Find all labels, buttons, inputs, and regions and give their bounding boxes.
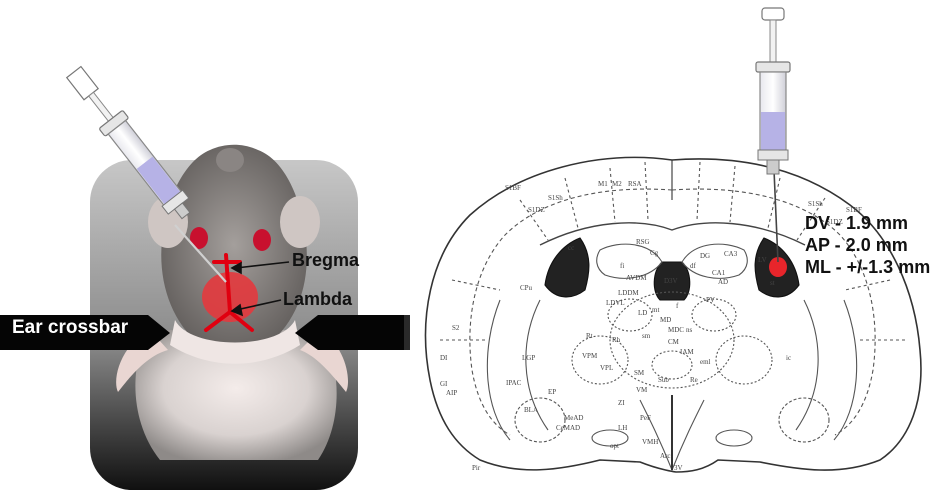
atlas-label: ZI <box>618 399 625 407</box>
atlas-label: Rt <box>586 332 593 340</box>
brain-atlas-section <box>426 157 921 472</box>
atlas-label: f <box>676 302 679 310</box>
atlas-label: LV <box>758 256 767 264</box>
atlas-label: Pir <box>472 464 481 472</box>
atlas-label: cc <box>568 244 574 252</box>
atlas-label: CA3 <box>724 250 738 258</box>
atlas-label: fi <box>620 262 624 270</box>
atlas-label: sm <box>642 332 651 340</box>
rat-photo-panel <box>0 63 410 490</box>
label-lambda: Lambda <box>283 289 352 310</box>
internal-capsule-right <box>796 300 818 430</box>
atlas-label: st <box>770 279 775 287</box>
atlas-label: VPL <box>600 364 613 372</box>
atlas-label: BLA <box>524 406 538 414</box>
atlas-label: LDDM <box>618 289 639 297</box>
atlas-label: M1 <box>598 180 608 188</box>
atlas-label: 3V <box>674 464 683 472</box>
atlas-label: MDC <box>668 326 684 334</box>
atlas-label: AVDM <box>626 274 647 282</box>
atlas-label: eml <box>700 358 711 366</box>
atlas-label: LD <box>638 309 647 317</box>
atlas-label: mt <box>652 306 659 314</box>
atlas-label: DG <box>700 252 710 260</box>
rat-ear-right <box>280 196 320 248</box>
atlas-label: VPM <box>582 352 598 360</box>
atlas-label: PeF <box>640 414 651 422</box>
atlas-region-labels: S1BFS1DZS1ShM1M2RSARSGS1BFS1DZS1ShS2DIGI… <box>440 180 862 472</box>
atlas-label: IAM <box>680 348 694 356</box>
optic-tract-right <box>716 430 752 446</box>
atlas-label: CM <box>668 338 680 346</box>
rat-eye-left <box>253 229 271 251</box>
atlas-label: SM <box>634 369 645 377</box>
atlas-label: Cg <box>650 249 659 257</box>
atlas-label: Sub <box>658 376 669 384</box>
atlas-label: CPu <box>520 284 533 292</box>
amygdala-right <box>779 398 829 442</box>
atlas-label: S1Sh <box>808 200 823 208</box>
ear-crossbar-right-end <box>404 315 410 350</box>
atlas-label: LGP <box>522 354 535 362</box>
atlas-label: PV <box>706 296 715 304</box>
atlas-label: S1Sh <box>548 194 563 202</box>
atlas-label: M2 <box>612 180 622 188</box>
atlas-label: VM <box>636 386 648 394</box>
atlas-label: MD <box>660 316 671 324</box>
atlas-label: MeAD <box>564 414 583 422</box>
atlas-label: IPAC <box>506 379 522 387</box>
atlas-label: opt <box>610 442 619 450</box>
syringe-icon <box>756 8 790 174</box>
label-bregma: Bregma <box>292 250 359 271</box>
atlas-label: S1BF <box>505 184 521 192</box>
atlas-label: VMH <box>642 438 658 446</box>
atlas-label: RSG <box>636 238 650 246</box>
atlas-label: DI <box>440 354 448 362</box>
atlas-label: S2 <box>452 324 460 332</box>
atlas-label: GI <box>440 380 448 388</box>
atlas-label: ic <box>786 354 791 362</box>
atlas-label: Arc <box>660 452 671 460</box>
atlas-label: Rh <box>612 336 621 344</box>
amygdala-left <box>515 398 565 442</box>
atlas-label: AIP <box>446 389 457 397</box>
coordinate-ap: AP - 2.0 mm <box>805 234 930 256</box>
atlas-label: ns <box>686 326 693 334</box>
atlas-label: CA1 <box>712 269 726 277</box>
atlas-label: D3V <box>664 277 678 285</box>
atlas-label: df <box>690 262 697 270</box>
atlas-label: AD <box>718 278 728 286</box>
atlas-label: RSA <box>628 180 642 188</box>
atlas-label: LDVL <box>606 299 625 307</box>
label-ear-crossbar: Ear crossbar <box>12 317 128 339</box>
external-capsule-right <box>834 300 857 440</box>
lateral-ventricle-left <box>545 238 589 297</box>
rat-snout <box>216 148 244 172</box>
ear-crossbar-right <box>295 315 410 350</box>
atlas-label: LH <box>618 424 627 432</box>
atlas-label: CeMAD <box>556 424 580 432</box>
atlas-label: Re <box>690 376 698 384</box>
injection-coordinates: DV - 1.9 mm AP - 2.0 mm ML - +/-1.3 mm <box>805 212 930 278</box>
coordinate-dv: DV - 1.9 mm <box>805 212 930 234</box>
atlas-label: EP <box>548 388 556 396</box>
atlas-label: S1DZ <box>528 206 545 214</box>
coordinate-ml: ML - +/-1.3 mm <box>805 256 930 278</box>
